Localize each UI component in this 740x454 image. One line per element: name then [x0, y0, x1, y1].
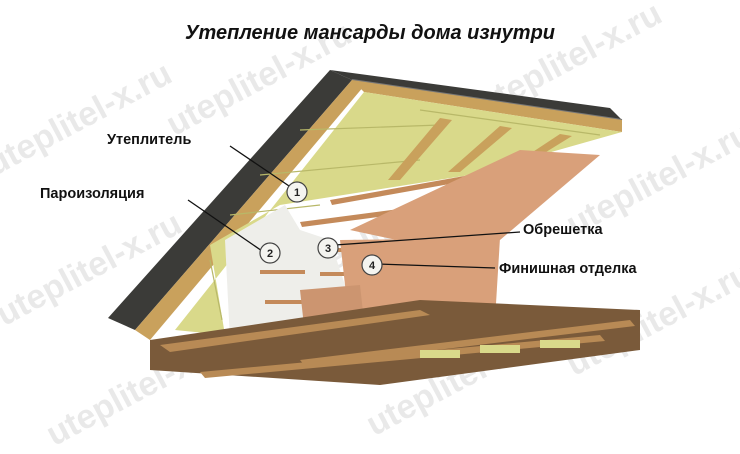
marker-1: 1 — [286, 181, 308, 203]
marker-number: 4 — [369, 260, 376, 272]
marker-4: 4 — [361, 254, 383, 276]
marker-number: 3 — [325, 243, 331, 255]
label-battens: Обрешетка — [523, 222, 603, 238]
insulation-layer — [175, 92, 622, 335]
roof-covering-top — [330, 70, 622, 120]
finish-layer-slope — [350, 150, 600, 245]
rafter-left — [135, 80, 364, 340]
diagram-title: Утепление мансарды дома изнутри — [184, 22, 556, 44]
attic-illustration: 1 2 3 4 — [108, 70, 640, 385]
rafter-top — [352, 80, 622, 132]
label-vapor-barrier: Пароизоляция — [40, 186, 145, 202]
floor-insulation — [420, 340, 580, 358]
marker-3: 3 — [317, 237, 339, 259]
floor-joists — [150, 300, 640, 385]
insulation-texture — [209, 109, 601, 321]
roof-covering-left — [108, 70, 352, 330]
leader-lines — [187, 145, 521, 269]
marker-2: 2 — [259, 242, 281, 264]
marker-number: 2 — [267, 248, 273, 260]
label-finish: Финишная отделка — [499, 261, 637, 277]
label-insulation: Утеплитель — [107, 132, 192, 148]
marker-number: 1 — [294, 187, 300, 199]
